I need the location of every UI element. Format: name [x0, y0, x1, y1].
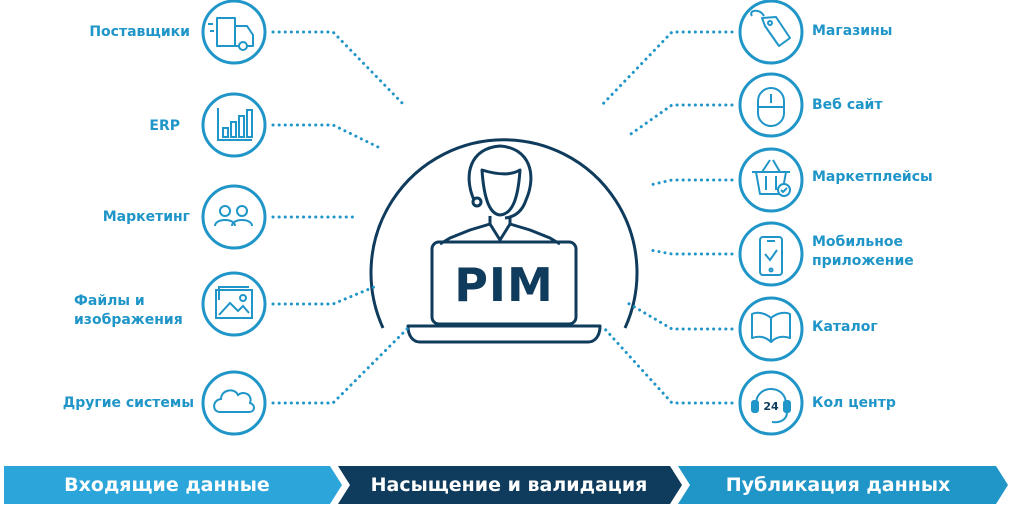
- person-icon: [439, 144, 561, 246]
- bar-chart-icon: [217, 108, 253, 141]
- output-connector: [602, 326, 734, 405]
- open-book-icon: [751, 311, 791, 343]
- input-label-suppliers: Поставщики: [89, 24, 190, 40]
- stage-label-enrichment: Насыщение и валидация: [370, 474, 648, 496]
- smartphone-icon: [759, 236, 783, 276]
- input-label-files: Файлы и изображения: [74, 293, 183, 328]
- output-icon-circle: [738, 0, 804, 65]
- output-icon-circle: [738, 72, 804, 138]
- laptop-icon: [406, 240, 602, 344]
- output-connector: [626, 103, 734, 138]
- price-tag-icon: [750, 9, 791, 47]
- connectors: [271, 30, 734, 405]
- shopping-basket-icon: [752, 159, 791, 197]
- stage-incoming-shape: [4, 466, 342, 504]
- mouse-icon: [757, 87, 785, 127]
- input-label-marketing: Маркетинг: [102, 209, 190, 225]
- stage-enrichment-shape: [338, 466, 682, 504]
- input-connector: [271, 30, 408, 109]
- output-connector: [648, 248, 734, 256]
- delivery-truck-icon: [208, 17, 254, 51]
- input-icon-circle: [201, 92, 267, 158]
- stage-label-incoming: Входящие данные: [64, 474, 270, 496]
- stage-publication-shape: [678, 466, 1008, 504]
- input-connector: [271, 285, 376, 306]
- icon-circles: [201, 0, 804, 436]
- input-connector: [271, 326, 410, 405]
- input-icon-circle: [201, 370, 267, 436]
- output-label-mobile-app: Мобильное приложение: [812, 234, 914, 269]
- output-connector: [624, 300, 734, 331]
- output-connector: [648, 178, 734, 187]
- cloud-icon: [213, 389, 255, 413]
- output-label-stores: Магазины: [812, 23, 893, 39]
- output-label-call-center: Кол центр: [812, 395, 896, 411]
- output-icon-circle: [738, 370, 804, 436]
- output-icon-circle: [738, 147, 804, 213]
- input-label-other-systems: Другие системы: [62, 395, 194, 411]
- output-icon-circle: [738, 221, 804, 287]
- input-icon-circle: [201, 271, 267, 337]
- pim-title: PIM: [454, 258, 554, 312]
- headset-24-icon: 24: [751, 388, 791, 424]
- input-label-erp: ERP: [149, 118, 180, 134]
- input-icon-circle: [201, 184, 267, 250]
- output-label-marketplaces: Маркетплейсы: [812, 169, 933, 185]
- people-icon: [214, 205, 253, 227]
- output-label-website: Веб сайт: [812, 97, 883, 113]
- svg-text:24: 24: [763, 400, 779, 413]
- stage-label-publication: Публикация данных: [725, 474, 951, 496]
- output-label-catalog: Каталог: [812, 319, 878, 335]
- center-arch: [369, 138, 639, 329]
- image-icon: [215, 286, 253, 319]
- stage-bar: [4, 466, 1008, 504]
- input-connector: [271, 123, 382, 150]
- output-connector: [598, 30, 734, 109]
